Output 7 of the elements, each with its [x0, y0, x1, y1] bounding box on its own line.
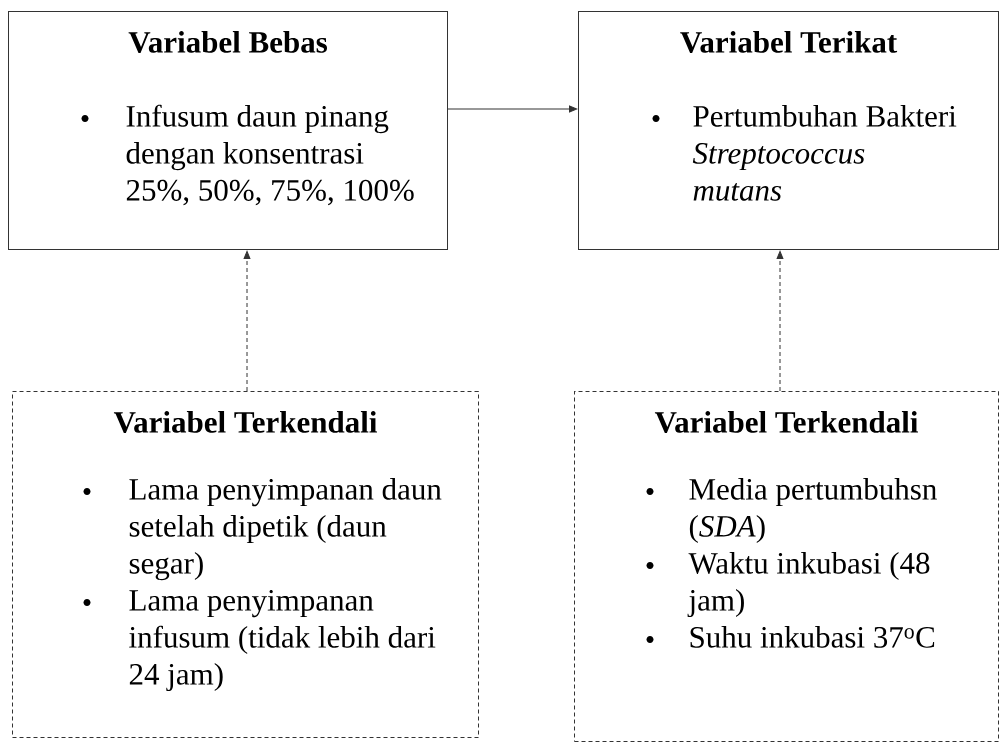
arrow: [447, 105, 578, 113]
variable-box: Variabel Terikat Pertumbuhan Bakteri Streptococcus mutans: [578, 11, 999, 250]
arrow: [776, 250, 784, 392]
arrow: [243, 250, 251, 392]
variable-box: Variabel Bebas Infusum daun pinang dengan konsentrasi 25%, 50%, 75%, 100%: [8, 11, 448, 250]
variable-box: Variabel Terkendali Lama penyimpanan daun setelah dipetik (daun segar) Lama penyimpanan infusum (tidak lebih dari 24 jam): [12, 391, 479, 738]
variable-box: Variabel Terkendali Media pertumbuhsn (SDA) Waktu inkubasi (48 jam) Suhu inkubasi 37$^{o}$C: [574, 391, 999, 742]
